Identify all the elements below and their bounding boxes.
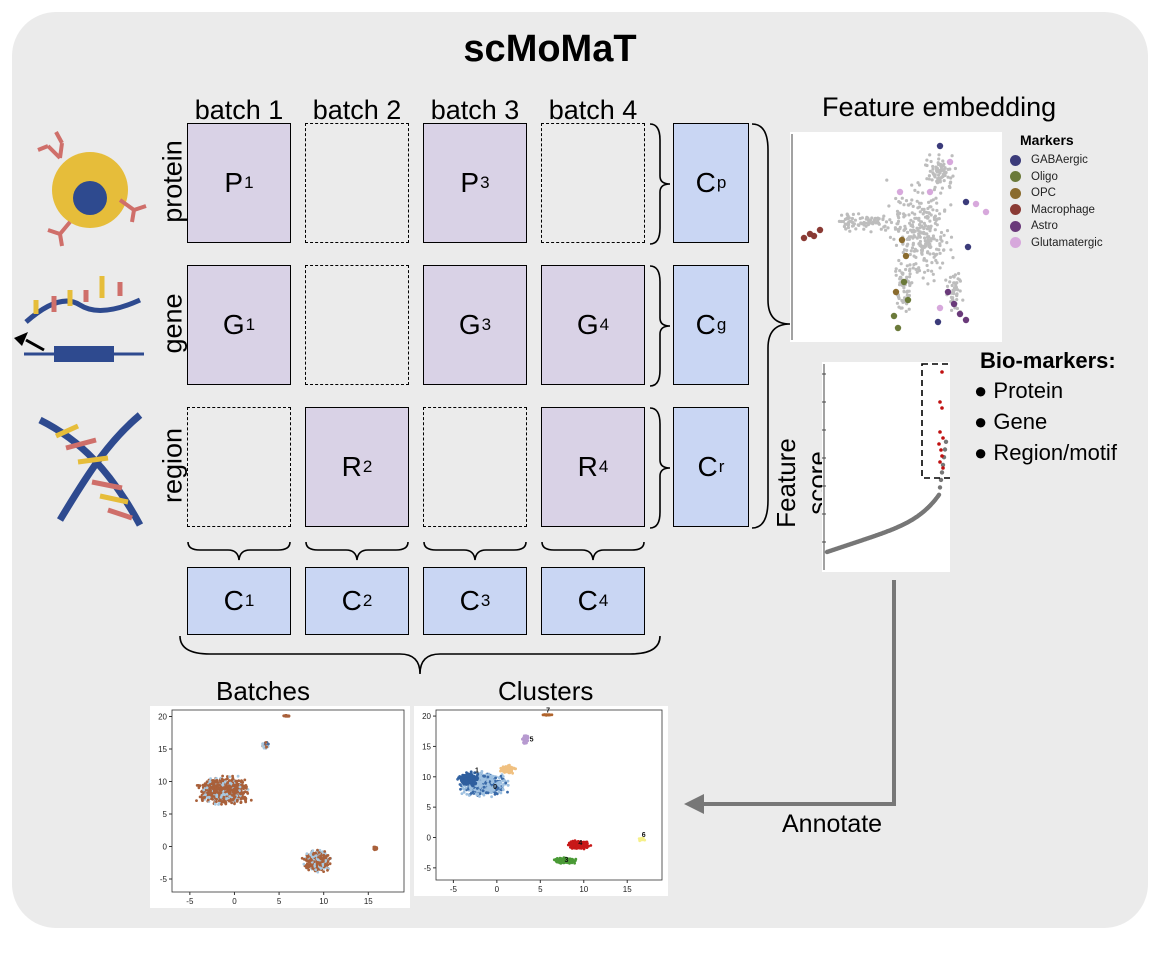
y-tick-label: 5: [427, 803, 432, 812]
y-tick-label: 20: [422, 712, 431, 721]
batch-header-1: batch 1: [194, 95, 284, 125]
biomarker-points: [937, 370, 945, 470]
score-curve: [824, 439, 949, 555]
umap-points: [456, 713, 647, 865]
markers-legend-title: Markers: [1020, 132, 1074, 148]
umap-batches-plot: -5 0 5 10 15 20 15 10 5 0 -5: [150, 706, 410, 908]
legend-item: OPC: [1010, 185, 1103, 202]
matrix-missing-protein-2: [305, 123, 409, 243]
y-tick-label: -5: [424, 864, 432, 873]
modality-label-region: region: [157, 427, 188, 504]
y-tick-label: 15: [158, 745, 167, 754]
x-tick-label: -5: [450, 885, 458, 894]
biomarkers-list: ● Protein ● Gene ● Region/motif: [974, 378, 1117, 471]
legend-item: Macrophage: [1010, 202, 1103, 219]
biomarker-item: ● Region/motif: [974, 440, 1117, 465]
legend-swatch: [1010, 171, 1021, 183]
matrix-missing-region-1: [187, 407, 291, 527]
bullet-icon: ●: [974, 440, 988, 465]
x-tick-label: 5: [277, 897, 282, 906]
batch-header-4: batch 4: [548, 95, 638, 125]
x-tick-label: 10: [579, 885, 588, 894]
cluster-label: 5: [530, 737, 534, 744]
modality-label-protein: protein: [157, 140, 188, 223]
matrix-missing-region-3: [423, 407, 527, 527]
legend-item: GABAergic: [1010, 152, 1103, 169]
legend-swatch: [1010, 204, 1021, 216]
cluster-label: 3: [564, 857, 568, 864]
matrix-missing-gene-2: [305, 265, 409, 385]
legend-item: Glutamatergic: [1010, 235, 1103, 252]
cluster-label: 4: [578, 840, 582, 847]
bullet-icon: ●: [974, 378, 988, 403]
umap-batches-title: Batches: [216, 676, 310, 706]
legend-item: Astro: [1010, 218, 1103, 235]
y-tick-label: -5: [160, 875, 168, 884]
annotate-label: Annotate: [782, 810, 883, 838]
modality-label-gene: gene: [157, 293, 188, 354]
x-tick-label: 0: [232, 897, 237, 906]
legend-swatch: [1010, 237, 1021, 249]
biomarker-item: ● Gene: [974, 409, 1048, 434]
cluster-label: 6: [642, 832, 646, 839]
x-tick-label: 15: [364, 897, 373, 906]
umap-points: [195, 714, 379, 874]
legend-swatch: [1010, 154, 1021, 166]
y-tick-label: 10: [422, 773, 431, 782]
y-tick-label: 0: [427, 834, 432, 843]
y-tick-label: 20: [158, 713, 167, 722]
feature-score-plot: [822, 362, 965, 572]
x-tick-label: 0: [495, 885, 500, 894]
x-tick-label: 10: [319, 897, 328, 906]
cluster-label: 1: [475, 768, 479, 775]
y-tick-label: 15: [422, 742, 431, 751]
x-tick-label: 5: [538, 885, 543, 894]
cluster-label: 7: [546, 707, 550, 714]
legend-item: Oligo: [1010, 169, 1103, 186]
y-tick-label: 10: [158, 778, 167, 787]
feature-embedding-title: Feature embedding: [822, 92, 1057, 122]
batch-header-3: batch 3: [430, 95, 520, 125]
cluster-label: 0: [493, 784, 497, 791]
x-tick-label: -5: [186, 897, 194, 906]
batch-header-2: batch 2: [312, 95, 402, 125]
x-tick-label: 15: [623, 885, 632, 894]
y-tick-label: 0: [163, 843, 168, 852]
feature-points: [800, 142, 990, 332]
biomarkers-title: Bio-markers:: [980, 348, 1116, 373]
matrix-missing-protein-4: [541, 123, 645, 243]
legend-swatch: [1010, 187, 1021, 199]
umap-clusters-title: Clusters: [498, 676, 594, 706]
legend-swatch: [1010, 220, 1021, 232]
feature-embedding-plot: [790, 132, 1002, 342]
bullet-icon: ●: [974, 409, 988, 434]
figure-title: scMoMaT: [463, 28, 637, 70]
biomarker-item: ● Protein: [974, 378, 1064, 403]
y-tick-label: 5: [163, 810, 168, 819]
